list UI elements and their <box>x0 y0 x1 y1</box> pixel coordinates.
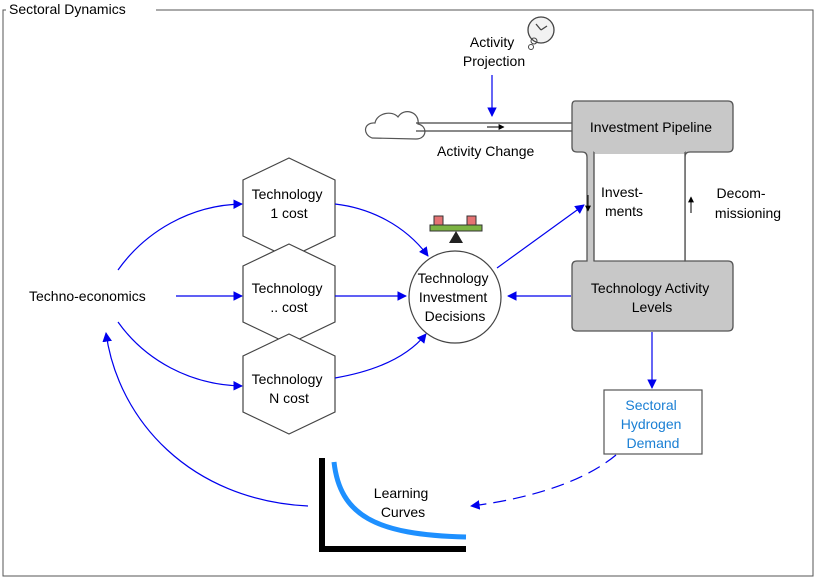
activity-projection-label: Activity Projection <box>463 34 525 69</box>
technology-1-cost-label: Technology 1 cost <box>252 186 327 221</box>
clock-icon <box>527 16 555 50</box>
sectoral-hydrogen-demand-box <box>603 389 703 455</box>
technology-dots-cost-label: Technology .. cost <box>252 280 327 315</box>
arrow-techno-to-tech1 <box>117 199 243 271</box>
arrow-techno-to-techn <box>117 321 243 391</box>
activity-change-flow <box>416 122 572 132</box>
arrow-learning-to-techno <box>102 332 309 507</box>
technology-investment-decisions-label: Technology Investment Decisions <box>418 270 493 324</box>
learning-curve-icon <box>319 458 467 552</box>
investment-pipeline-label: Investment Pipeline <box>590 119 712 135</box>
frame-title: Sectoral Dynamics <box>9 1 126 17</box>
technology-n-cost-hex <box>242 333 336 435</box>
technology-activity-levels-label: Technology Activity Levels <box>591 280 713 315</box>
techno-economics-label: Techno-economics <box>29 288 146 304</box>
learning-curves-label: Learning Curves <box>374 485 432 520</box>
sectoral-hydrogen-demand-label: Sectoral Hydrogen Demand <box>621 397 686 451</box>
arrow-demand-to-learning <box>470 454 617 510</box>
technology-investment-decisions-circle <box>408 250 502 344</box>
decommissioning-label: Decom- missioning <box>715 185 781 221</box>
investments-label: Invest- ments <box>601 184 647 219</box>
cloud-icon <box>365 111 426 140</box>
arrow-tech1-to-decisions <box>334 203 429 257</box>
balance-scale-icon <box>429 215 483 243</box>
arrow-techn-to-decisions <box>334 333 427 379</box>
technology-n-cost-label: Technology N cost <box>252 371 327 406</box>
activity-change-label: Activity Change <box>437 143 534 159</box>
arrow-decisions-to-investments <box>496 204 585 269</box>
frame-border <box>2 9 814 577</box>
